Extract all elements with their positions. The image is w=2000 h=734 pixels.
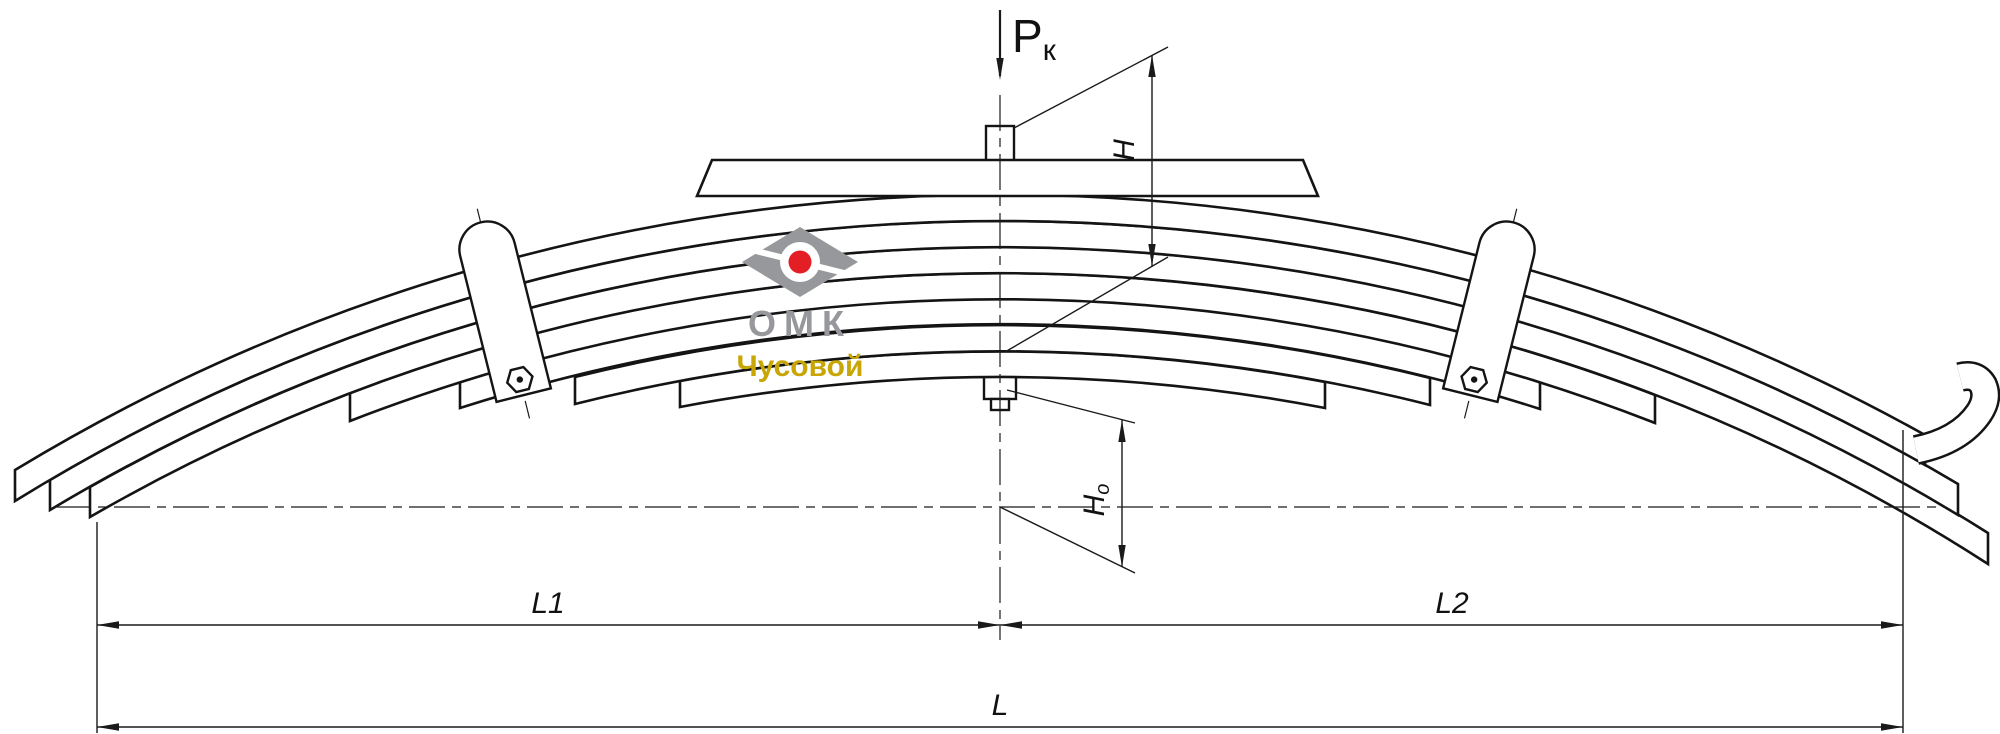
left-clamp xyxy=(458,208,553,419)
leaf-end-hook-inner xyxy=(1913,363,1998,463)
dim-L1-arrow-right xyxy=(978,621,1000,629)
dimension-annotations xyxy=(96,10,1904,733)
dim-H0-arrow-top xyxy=(1118,420,1126,442)
omk-logo: ОМК Чусовой xyxy=(737,227,864,383)
dim-H-leader-top xyxy=(1013,46,1169,129)
dim-L1-label: L1 xyxy=(531,587,564,620)
logo-red-dot xyxy=(788,250,812,274)
logo-text-chusovoy: Чусовой xyxy=(737,350,864,383)
left-clamp-bolt-center xyxy=(516,376,524,383)
force-arrowhead xyxy=(996,58,1004,80)
dim-L2-arrow-right xyxy=(1881,621,1903,629)
dim-H0-arrow-bottom xyxy=(1118,545,1126,567)
spring-leaves xyxy=(13,158,2000,567)
dim-L-label: L xyxy=(992,689,1009,722)
dimension-labels: Pк H Hо L1 L2 L xyxy=(531,10,1469,722)
top-flat-leaf xyxy=(695,158,1320,198)
right-clamp xyxy=(1441,208,1536,419)
dim-H0-label: Hо xyxy=(1078,484,1114,517)
dim-L-arrow-right xyxy=(1881,723,1903,731)
dim-H0-leader-top xyxy=(1006,389,1136,424)
dim-H-arrow-top xyxy=(1148,55,1156,77)
force-label: Pк xyxy=(1012,10,1057,67)
right-clamp-body xyxy=(1441,220,1536,404)
dim-H-label: H xyxy=(1108,139,1141,161)
dim-L-arrow-left xyxy=(97,723,119,731)
left-clamp-body xyxy=(458,220,553,404)
right-clamp-bolt-center xyxy=(1470,376,1478,383)
dim-H-leader-bottom xyxy=(1004,256,1169,353)
dim-H0-leader-bottom xyxy=(999,506,1136,574)
dim-L2-arrow-left xyxy=(1000,621,1022,629)
logo-text-omk: ОМК xyxy=(748,303,852,344)
dim-H-arrow-bottom xyxy=(1148,244,1156,266)
dim-L1-arrow-left xyxy=(97,621,119,629)
dim-L2-label: L2 xyxy=(1435,587,1469,620)
